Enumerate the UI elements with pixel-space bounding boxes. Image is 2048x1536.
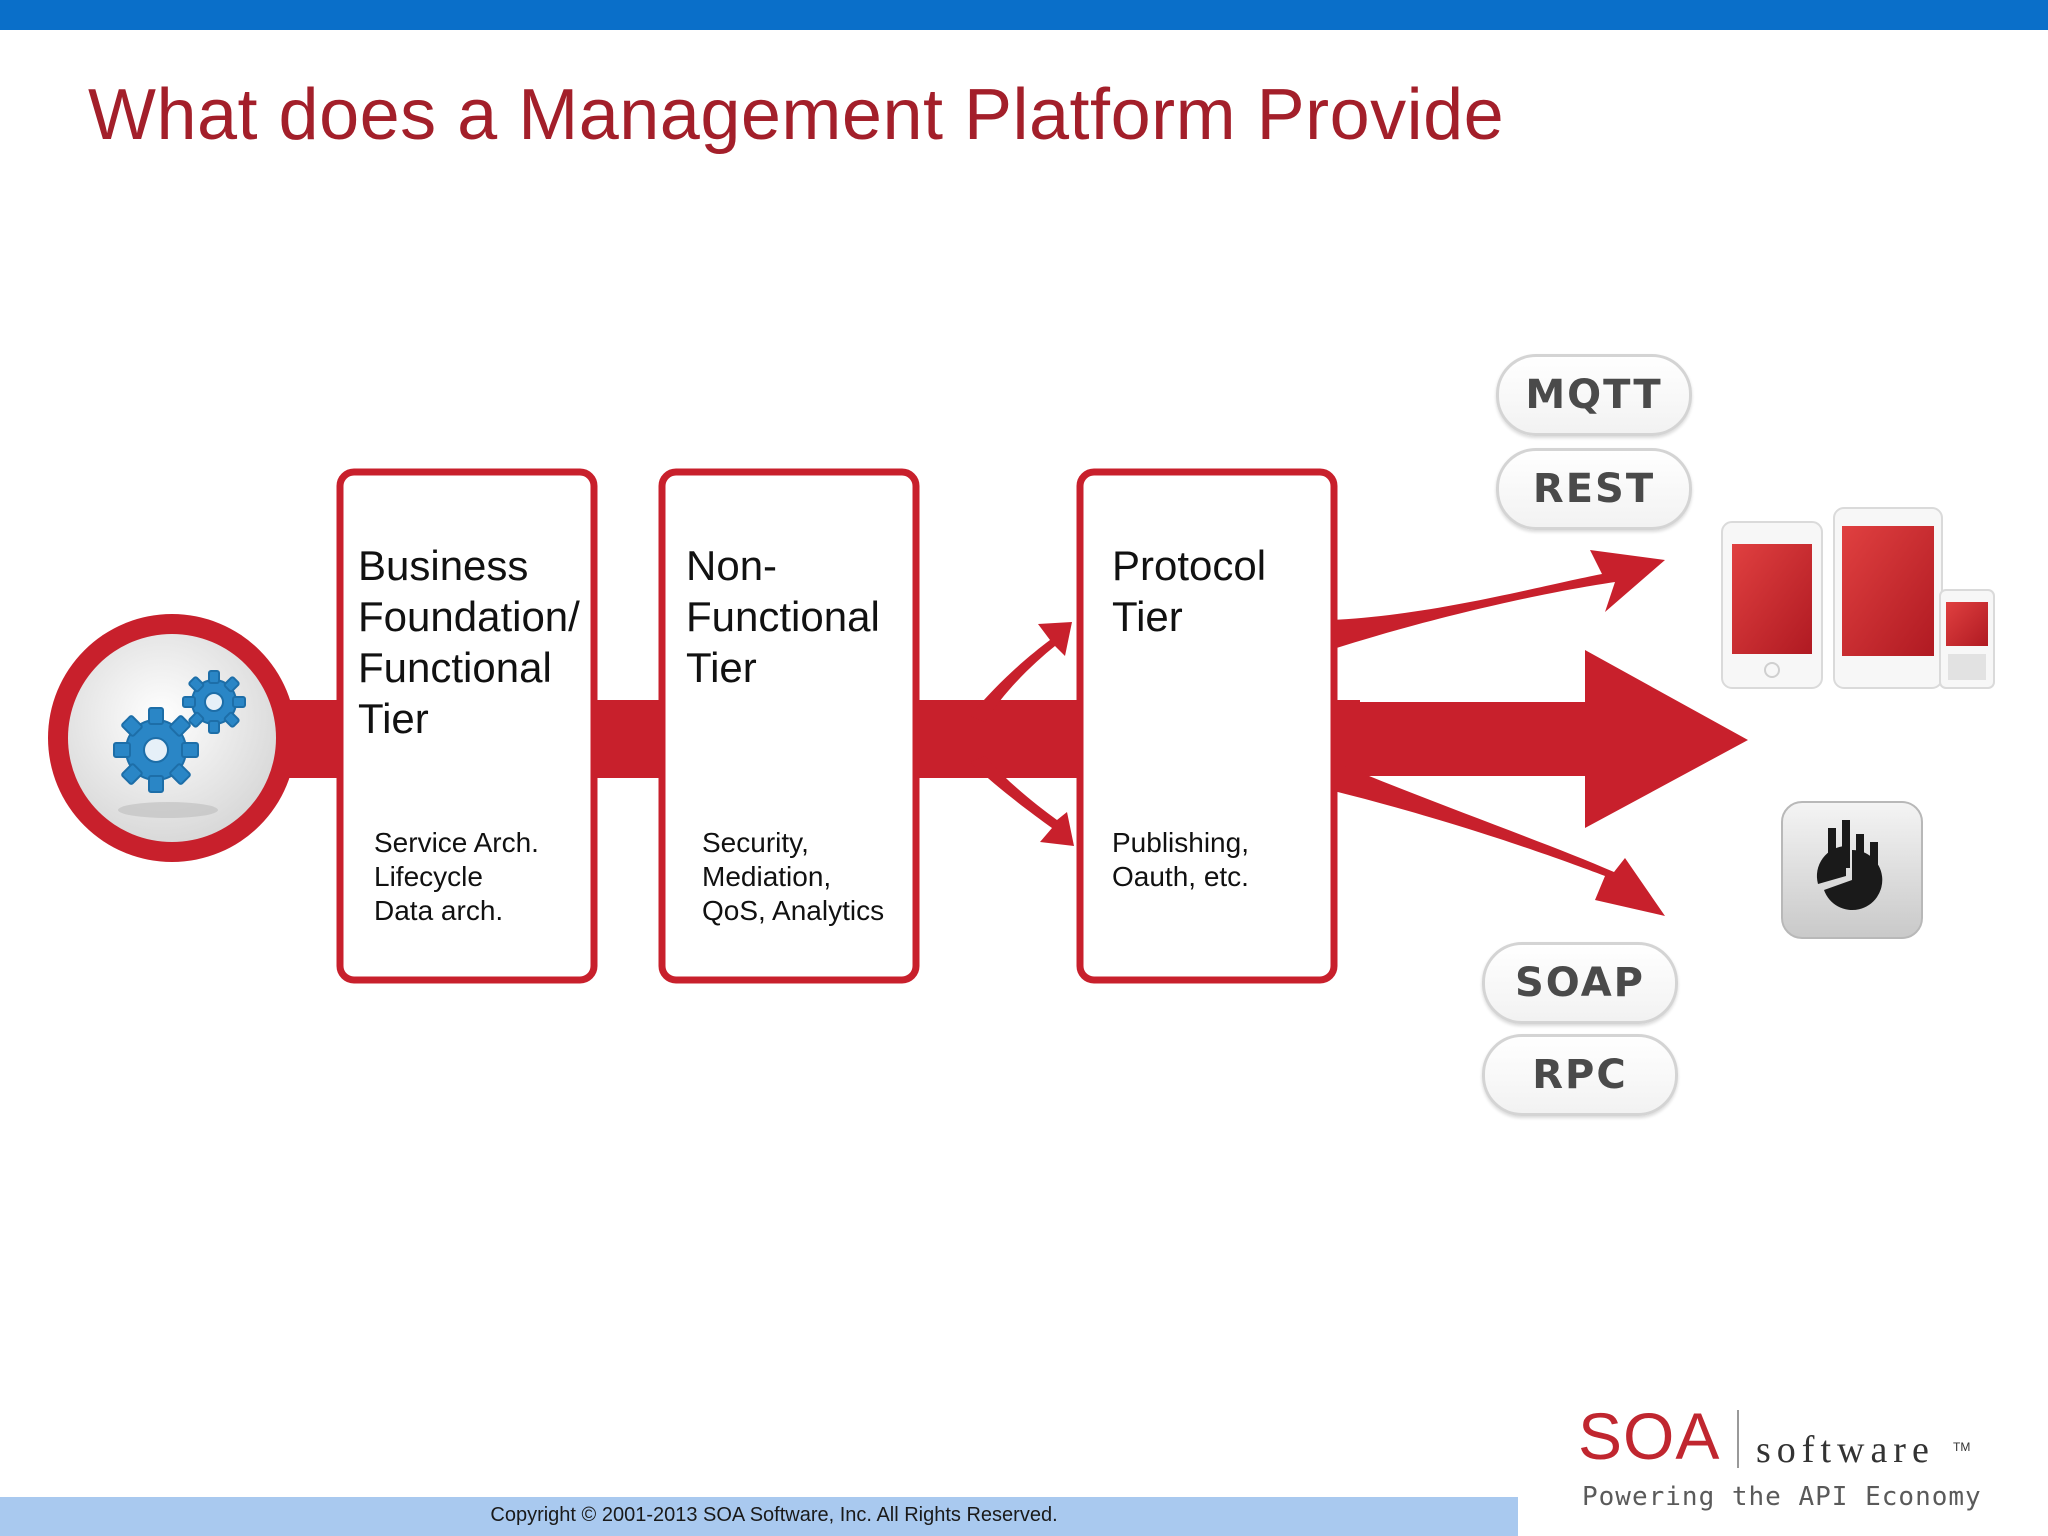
protocol-pill-rpc: RPC: [1482, 1034, 1678, 1116]
tier-label-nonfunctional: Non- Functional Tier: [686, 542, 880, 691]
tier-detail-protocol: Publishing, Oauth, etc.: [1112, 827, 1249, 892]
mobile-devices-icon: [1721, 507, 1995, 689]
split-arrow-up: [970, 622, 1072, 722]
tier-box-protocol: [1076, 468, 1338, 984]
copyright-text: Copyright © 2001-2013 SOA Software, Inc.…: [490, 1504, 1058, 1526]
logo-trademark: TM: [1953, 1440, 1971, 1454]
footer-bar: [0, 1497, 1518, 1536]
gears-source: [48, 614, 296, 862]
tier-box-functional: [336, 468, 598, 984]
analytics-app-icon: [1781, 801, 1923, 939]
protocol-pill-soap: SOAP: [1482, 942, 1678, 1024]
split-arrow-down: [970, 756, 1074, 846]
gears-icon: [113, 670, 246, 793]
tier-detail-functional: Service Arch. Lifecycle Data arch.: [374, 827, 539, 926]
tier-label-protocol: Protocol Tier: [1112, 542, 1267, 640]
logo-brand: SOA: [1578, 1399, 1721, 1473]
output-arrow-up: [1330, 550, 1665, 650]
top-accent-bar: [0, 0, 2048, 30]
output-arrow-center: [1330, 650, 1748, 828]
tier-detail-nonfunctional: Security, Mediation, QoS, Analytics: [702, 827, 885, 926]
slide-title: What does a Management Platform Provide: [88, 75, 1505, 155]
tier-box-nonfunctional: [658, 468, 920, 984]
tier-label-functional: Business Foundation/ Functional Tier: [358, 542, 580, 742]
protocol-pill-rest: REST: [1496, 448, 1692, 530]
logo-divider: [1737, 1410, 1739, 1468]
protocol-pill-mqtt: MQTT: [1496, 354, 1692, 436]
logo-product: software: [1756, 1429, 1935, 1471]
logo-tagline: Powering the API Economy: [1582, 1482, 1982, 1512]
output-arrow-down: [1330, 760, 1665, 916]
